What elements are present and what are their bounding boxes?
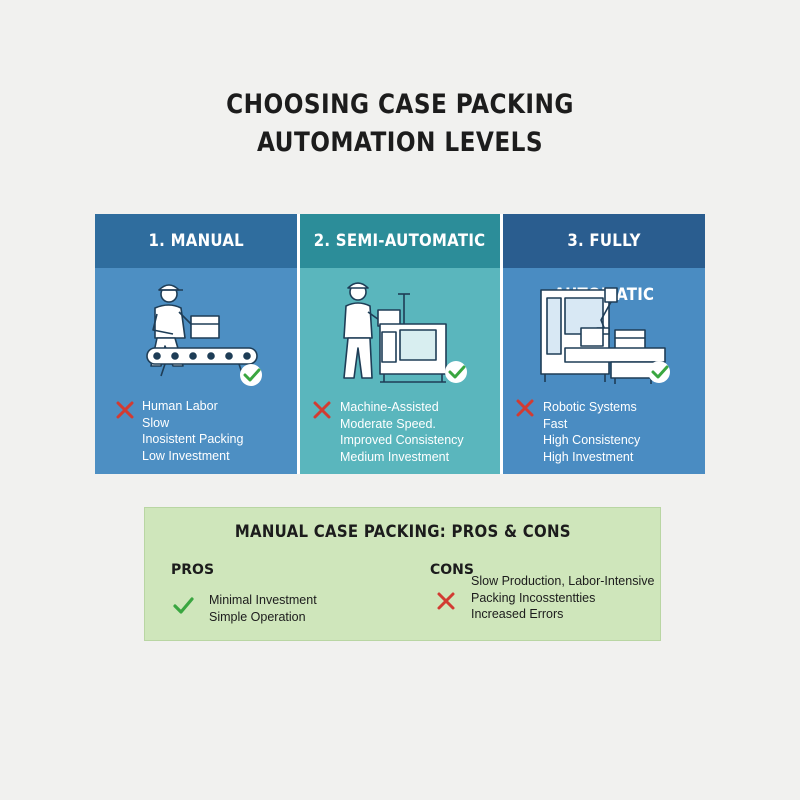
feature-item: Slow (142, 415, 170, 430)
pros-cons-title-text: MANUAL CASE PACKING: PROS & CONS (234, 522, 571, 542)
panel-semi-title: 2. SEMI-AUTOMATIC (314, 231, 486, 251)
panel-manual-body: Human Labor Slow Inosistent Packing Low … (95, 268, 297, 474)
feature-item: High Consistency (543, 433, 641, 447)
cross-icon (516, 399, 534, 417)
panel-manual-title: 1. MANUAL (148, 231, 244, 251)
fully-automatic-robot-illustration (540, 287, 670, 384)
feature-item: Machine-Assisted (340, 400, 439, 414)
panel-semi-automatic: 2. SEMI-AUTOMATIC (300, 214, 500, 474)
feature-item: Human Labor (142, 399, 218, 413)
pros-cons-box: MANUAL CASE PACKING: PROS & CONS PROS Mi… (144, 507, 661, 641)
feature-item: Fast (543, 416, 568, 431)
check-icon (240, 364, 262, 386)
cons-item: Packing Incosstentties (471, 590, 596, 605)
cross-icon (116, 401, 134, 419)
cross-icon (437, 592, 455, 610)
feature-item: Moderate Speed. (340, 416, 436, 431)
panel-semi-body: Machine-Assisted Moderate Speed. Improve… (300, 268, 500, 474)
check-icon (445, 361, 467, 383)
pros-heading: PROS (171, 562, 215, 578)
pros-item: Minimal Investment (209, 593, 317, 607)
feature-item: Low Investment (142, 448, 230, 463)
check-icon (648, 361, 670, 383)
panel-full-header: 3. FULLY AUTOMATIC (503, 214, 705, 305)
pros-cons-title: MANUAL CASE PACKING: PROS & CONS (145, 522, 660, 542)
panel-semi-header: 2. SEMI-AUTOMATIC (300, 214, 500, 268)
pros-item: Simple Operation (209, 609, 306, 624)
title-line-2: AUTOMATION LEVELS (256, 127, 544, 158)
panel-semi-features: Machine-Assisted Moderate Speed. Improve… (340, 399, 464, 465)
feature-item: Inosistent Packing (142, 432, 244, 446)
cons-list: Slow Production, Labor-Intensive Packing… (471, 573, 654, 623)
check-icon (173, 597, 194, 614)
pros-list: Minimal Investment Simple Operation (209, 592, 317, 625)
automation-levels: 1. MANUAL (95, 214, 705, 474)
panel-manual-header: 1. MANUAL (95, 214, 297, 268)
feature-item: High Investment (543, 449, 634, 464)
cons-item: Increased Errors (471, 607, 564, 621)
feature-item: Improved Consistency (340, 433, 464, 447)
semi-automatic-machine-illustration (343, 282, 467, 383)
title-line-1: CHOOSING CASE PACKING (226, 89, 574, 120)
cons-heading: CONS (430, 562, 474, 578)
cross-icon (313, 401, 331, 419)
panel-manual: 1. MANUAL (95, 214, 297, 474)
panel-fully-automatic: 3. FULLY AUTOMATIC (503, 214, 705, 474)
feature-item: Medium Investment (340, 449, 450, 464)
panel-divider (500, 214, 503, 474)
panel-full-body: Robotic Systems Fast High Consistency Hi… (503, 268, 705, 474)
panel-divider (297, 214, 300, 474)
page-title: CHOOSING CASE PACKING AUTOMATION LEVELS (56, 86, 744, 162)
manual-worker-illustration (146, 284, 262, 386)
feature-item: Robotic Systems (543, 400, 637, 414)
panel-full-features: Robotic Systems Fast High Consistency Hi… (543, 399, 640, 465)
cons-item: Slow Production, Labor-Intensive (471, 574, 655, 588)
panel-manual-features: Human Labor Slow Inosistent Packing Low … (142, 398, 243, 464)
